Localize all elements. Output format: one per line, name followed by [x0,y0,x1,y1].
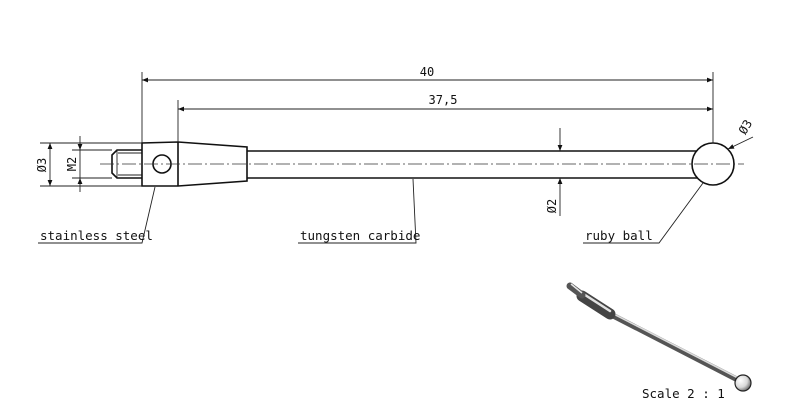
label-stainless-steel: stainless steel [38,186,156,244]
dim-ball-diameter-text: Ø3 [736,117,755,137]
dim-thread: M2 [65,136,112,192]
label-ruby-ball: ruby ball [583,182,704,244]
dim-shaft-diameter-text: Ø2 [545,199,559,213]
dim-shaft-diameter: Ø2 [545,128,563,216]
label-ruby-ball-text: ruby ball [585,228,653,243]
dim-ball-leader [727,136,754,150]
preview-rod-highlight [603,308,741,380]
preview-body [576,290,616,320]
label-tungsten-carbide: tungsten carbide [298,178,420,244]
dim-thread-text: M2 [65,157,79,171]
label-tungsten-carbide-text: tungsten carbide [300,228,420,243]
dim-40-text: 40 [420,65,434,79]
label-stainless-steel-text: stainless steel [40,228,153,243]
preview-ball [734,374,752,392]
stylus-3d-preview [566,282,752,392]
dim-body-diameter-text: Ø3 [35,158,49,172]
leader-ruby-ball [583,182,704,244]
dim-shaft-length: 37,5 [177,93,713,142]
preview-thread [566,282,586,299]
preview-body-highlight [580,291,612,313]
preview-rod [601,308,743,384]
leader-tungsten-carbide [298,178,417,244]
preview-thread-highlight [570,283,583,294]
dim-body-diameter: Ø3 [35,142,142,187]
scale-text: Scale 2 : 1 [642,386,725,401]
dim-ball-diameter: Ø3 [727,117,755,150]
dim-37-5-text: 37,5 [429,93,458,107]
leader-stainless-steel [38,186,156,244]
dim-overall-length: 40 [141,65,714,143]
